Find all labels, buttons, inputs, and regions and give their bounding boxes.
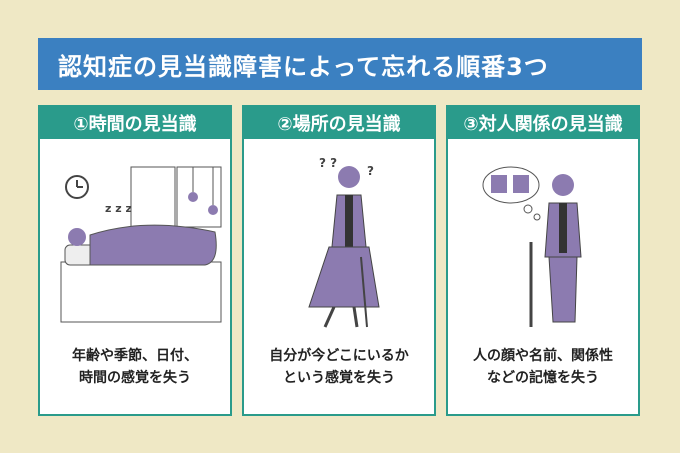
page-title: 認知症の見当識障害によって忘れる順番3つ: [38, 38, 642, 90]
sleeping-person-illustration: z z z: [60, 166, 222, 323]
panel-place-orientation: ②場所の見当識 ? ? ? 自分が今どこにいるかという感覚を失う: [242, 105, 436, 416]
panel-heading: ③対人関係の見当識: [448, 107, 638, 139]
svg-text:?: ?: [367, 164, 374, 178]
svg-text:? ?: ? ?: [319, 156, 337, 170]
description-line: 自分が今どこにいるか: [269, 348, 409, 364]
description-line: 年齢や季節、日付、: [72, 348, 198, 364]
panel-heading: ①時間の見当識: [40, 107, 230, 139]
forgetting-faces-person-illustration: [482, 166, 582, 327]
confused-walking-person-illustration: ? ? ?: [308, 156, 380, 328]
svg-text:z z z: z z z: [105, 202, 132, 215]
description-line: 人の顔や名前、関係性: [473, 348, 613, 364]
description-line: 時間の感覚を失う: [79, 370, 191, 386]
description-line: という感覚を失う: [283, 370, 395, 386]
panel-heading: ②場所の見当識: [244, 107, 434, 139]
panel-interpersonal-orientation: ③対人関係の見当識 人の顔や名前、関係性などの記憶を失う: [446, 105, 640, 416]
description-line: などの記憶を失う: [487, 370, 599, 386]
panel-time-orientation: ①時間の見当識 z z z 年齢や季節、日付、時間の感覚を失う: [38, 105, 232, 416]
